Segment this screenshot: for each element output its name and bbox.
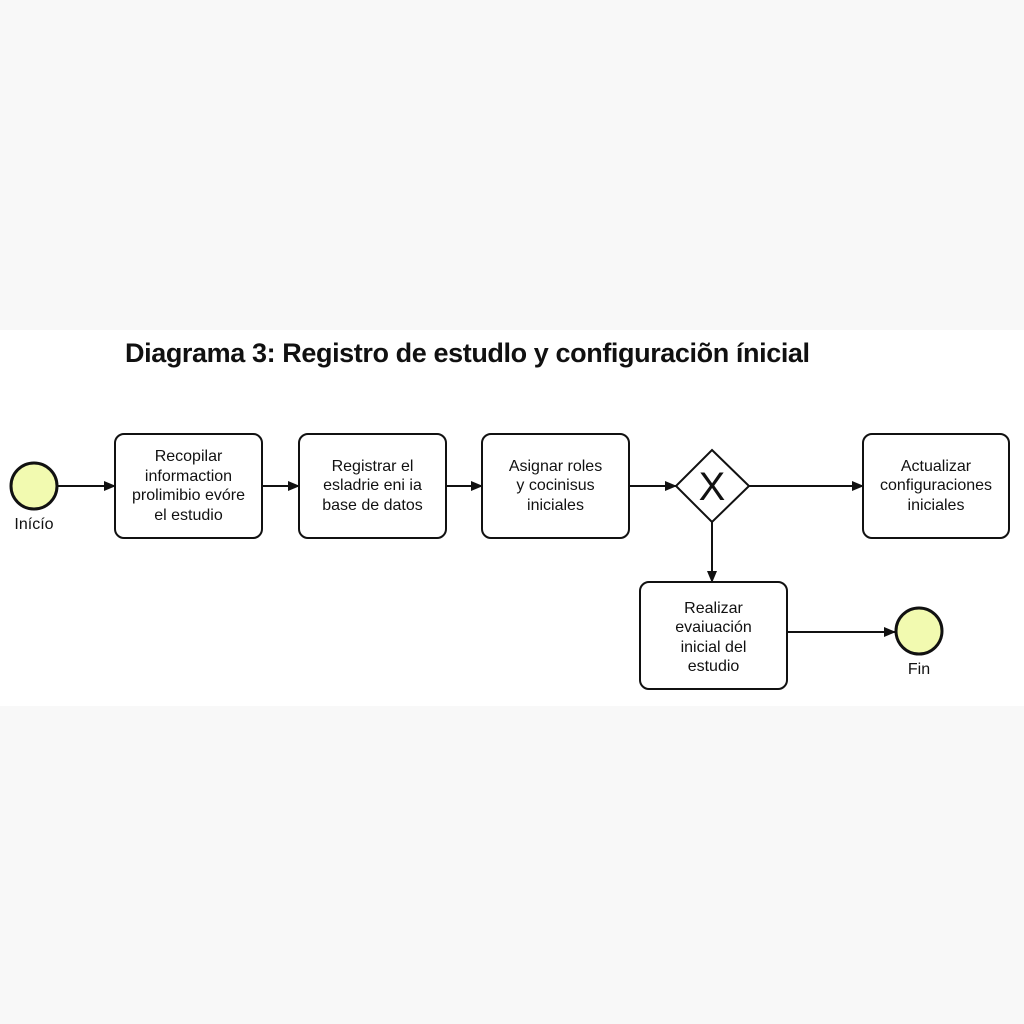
task-registrar[interactable] [298, 433, 447, 539]
end-event-label: Fin [907, 661, 931, 678]
gateway-symbol: X [699, 465, 726, 509]
end-event[interactable] [894, 606, 944, 656]
task-recopilar[interactable] [114, 433, 263, 539]
task-actualizar[interactable] [862, 433, 1010, 539]
exclusive-gateway[interactable] [674, 448, 751, 524]
start-event-label: Inícío [14, 516, 54, 533]
diagram-title: Diagrama 3: Registro de estudlo y config… [125, 338, 810, 368]
task-asignar-roles[interactable] [481, 433, 630, 539]
start-event[interactable] [9, 461, 59, 511]
task-realizar-evaluacion[interactable] [639, 581, 788, 690]
